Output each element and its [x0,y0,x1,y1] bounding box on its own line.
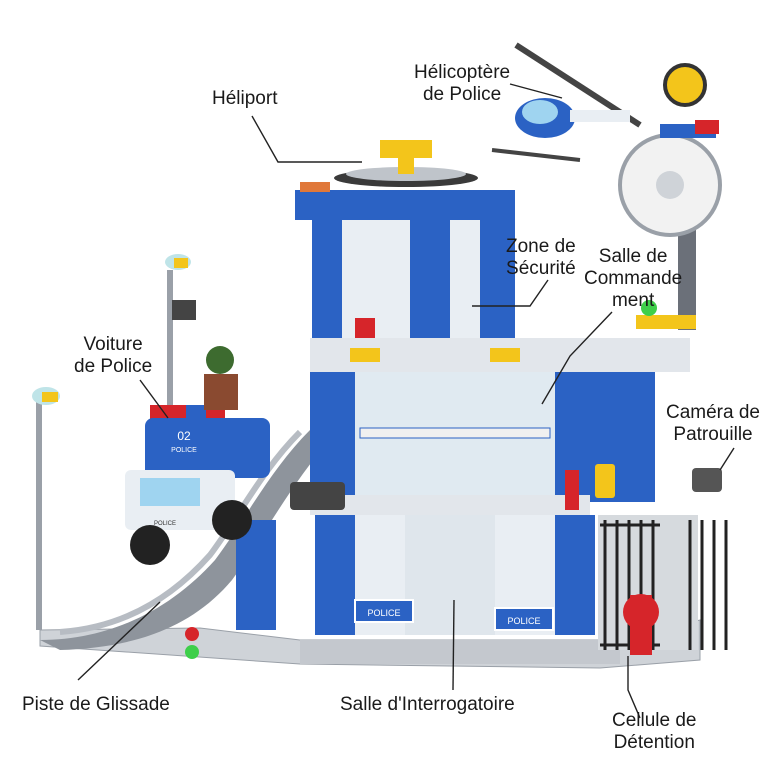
detention-cell [598,468,728,655]
callout-lines [77,83,735,719]
car-door-print: POLICE [171,447,197,454]
label-heliport: Héliport [212,88,278,109]
label-slide-track: Piste de Glissade [22,694,170,715]
police-car: 02 POLICE POLICE [125,346,270,565]
police-helicopter [491,42,642,162]
label-detention-cell: Cellule de Détention [612,710,697,753]
police-sign-right: POLICE [507,616,540,626]
label-patrol-camera: Caméra de Patrouille [666,402,760,445]
traffic-light [185,627,199,659]
car-number: 02 [177,429,191,443]
radar-dish [618,63,722,330]
label-interrogation-room: Salle d'Interrogatoire [340,694,515,715]
street-lamp-left [32,387,60,630]
label-security-zone: Zone de Sécurité [506,236,576,279]
heliport-pad [334,140,478,187]
police-sign-left: POLICE [367,608,400,618]
label-command-room: Salle de Commande ment [584,246,683,311]
baseplate [39,619,701,669]
street-lamp-right [165,254,196,430]
label-police-car: Voiture de Police [74,334,153,377]
label-helicopter: Hélicoptère de Police [414,62,511,105]
police-station-building: POLICE POLICE [290,182,690,635]
car-plate-print: POLICE [154,521,176,527]
